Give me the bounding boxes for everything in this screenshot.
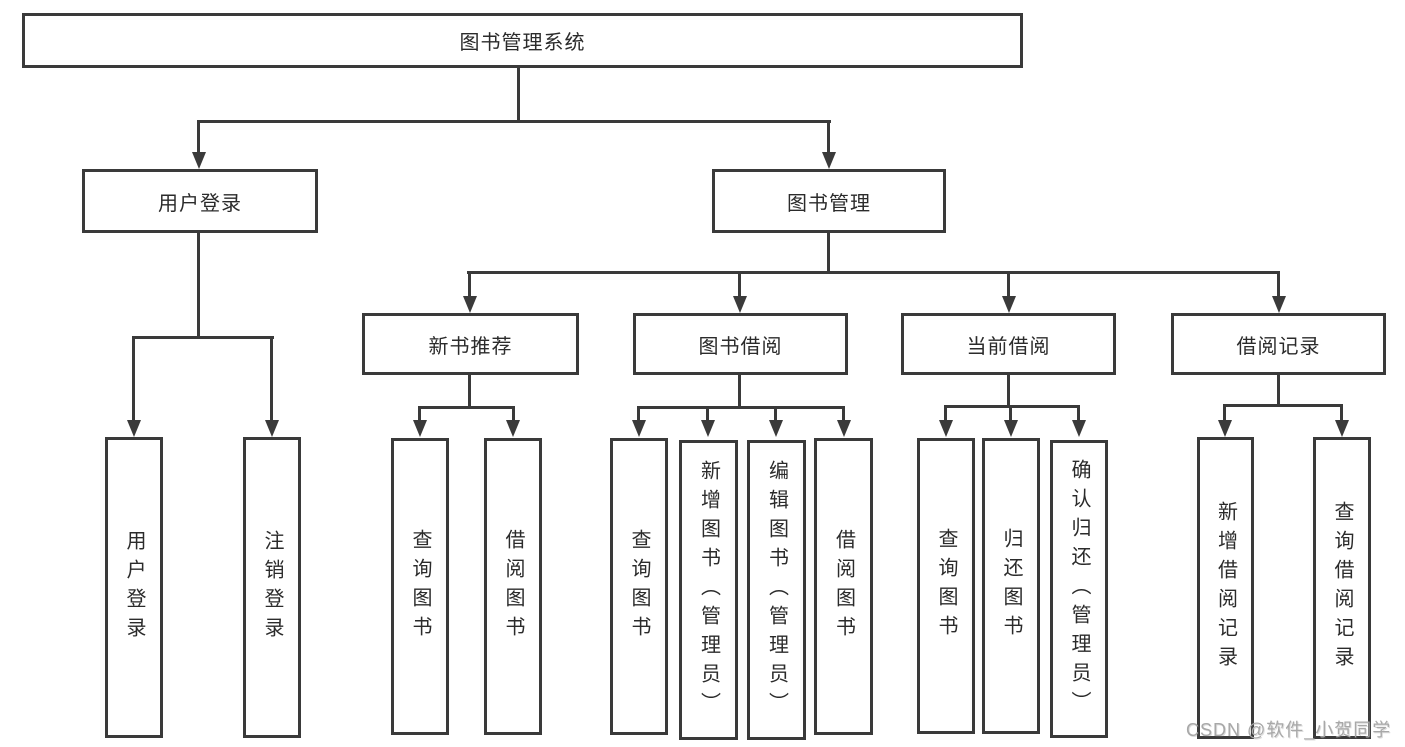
node-label: 图书借阅: [698, 335, 783, 358]
leaf-confirm-return-admin: 确认归还（管理员）: [1050, 440, 1108, 738]
arrow-down-icon: [192, 152, 206, 169]
node-library-management-system: 图书管理系统: [22, 13, 1023, 68]
arrow-down-icon: [506, 420, 520, 437]
leaf-query-borrow-record: 查询借阅记录: [1313, 437, 1371, 739]
node-new-book-recommendation: 新书推荐: [362, 313, 579, 375]
watermark: CSDN @软件_小贺同学: [1186, 720, 1392, 740]
arrow-down-icon: [1335, 420, 1349, 437]
arrow-down-icon: [127, 420, 141, 437]
connector-line: [1007, 271, 1010, 298]
connector-line: [468, 373, 471, 409]
connector-line: [1277, 373, 1280, 407]
arrow-down-icon: [939, 420, 953, 437]
node-label: 图书管理: [787, 192, 871, 215]
connector-line: [517, 67, 520, 123]
connector-line: [468, 271, 471, 298]
node-label: 借阅记录: [1236, 335, 1321, 358]
node-label: 查询图书: [935, 528, 957, 644]
connector-line: [1340, 404, 1343, 422]
connector-line: [1223, 404, 1343, 407]
arrow-down-icon: [769, 420, 783, 437]
node-label: 图书管理系统: [459, 32, 586, 54]
node-label: 新增图书（管理员）: [697, 459, 720, 721]
node-label: 借阅图书: [832, 528, 855, 645]
leaf-user-login: 用户登录: [105, 437, 163, 738]
arrow-down-icon: [463, 296, 477, 313]
node-label: 新书推荐: [428, 335, 513, 358]
arrow-down-icon: [701, 420, 715, 437]
connector-line: [197, 120, 831, 123]
connector-line: [1007, 373, 1010, 408]
leaf-borrow-books-recommend: 借阅图书: [484, 438, 542, 735]
connector-line: [827, 120, 830, 154]
leaf-edit-books-admin: 编辑图书（管理员）: [747, 440, 806, 740]
connector-line: [944, 405, 947, 422]
node-label: 编辑图书（管理员）: [765, 459, 788, 721]
node-user-login: 用户登录: [82, 169, 318, 233]
node-label: 确认归还（管理员）: [1068, 458, 1090, 720]
connector-line: [637, 406, 640, 422]
node-label: 新增借阅记录: [1214, 501, 1237, 675]
connector-line: [197, 231, 200, 339]
leaf-return-books: 归还图书: [982, 438, 1040, 734]
node-book-management: 图书管理: [712, 169, 946, 233]
connector-line: [827, 231, 830, 274]
arrow-down-icon: [733, 296, 747, 313]
arrow-down-icon: [632, 420, 646, 437]
node-label: 用户登录: [158, 192, 242, 215]
leaf-borrow-books: 借阅图书: [814, 438, 873, 735]
node-label: 借阅图书: [502, 528, 524, 645]
connector-line: [418, 406, 515, 409]
node-label: 用户登录: [123, 529, 145, 646]
leaf-add-books-admin: 新增图书（管理员）: [679, 440, 738, 740]
arrow-down-icon: [837, 420, 851, 437]
leaf-add-borrow-record: 新增借阅记录: [1197, 437, 1254, 739]
connector-line: [1077, 405, 1080, 422]
connector-line: [270, 336, 273, 422]
connector-line: [1277, 271, 1280, 298]
connector-line: [132, 336, 274, 339]
node-label: 当前借阅: [966, 335, 1051, 358]
connector-line: [706, 406, 709, 422]
node-label: 查询借阅记录: [1331, 501, 1353, 675]
connector-line: [1223, 404, 1226, 422]
node-borrowing-records: 借阅记录: [1171, 313, 1386, 375]
node-label: 查询图书: [628, 528, 650, 645]
node-label: 查询图书: [409, 528, 431, 645]
connector-line: [1009, 405, 1012, 422]
connector-line: [738, 271, 741, 298]
connector-line: [842, 406, 845, 422]
node-current-borrowing: 当前借阅: [901, 313, 1116, 375]
leaf-query-books-recommend: 查询图书: [391, 438, 449, 735]
node-label: 归还图书: [1000, 528, 1022, 644]
node-book-borrowing: 图书借阅: [633, 313, 848, 375]
connector-line: [944, 405, 1080, 408]
leaf-query-books-current: 查询图书: [917, 438, 975, 734]
connector-line: [774, 406, 777, 422]
connector-line: [418, 406, 421, 422]
connector-line: [467, 271, 1280, 274]
connector-line: [738, 373, 741, 409]
arrow-down-icon: [265, 420, 279, 437]
leaf-logout: 注销登录: [243, 437, 301, 738]
connector-line: [132, 336, 135, 422]
arrow-down-icon: [1272, 296, 1286, 313]
arrow-down-icon: [1218, 420, 1232, 437]
node-label: 注销登录: [261, 529, 283, 646]
arrow-down-icon: [1002, 296, 1016, 313]
connector-line: [512, 406, 515, 422]
arrow-down-icon: [1072, 420, 1086, 437]
arrow-down-icon: [413, 420, 427, 437]
connector-line: [637, 406, 845, 409]
arrow-down-icon: [1004, 420, 1018, 437]
leaf-query-books-borrow: 查询图书: [610, 438, 668, 735]
connector-line: [197, 120, 200, 154]
arrow-down-icon: [822, 152, 836, 169]
